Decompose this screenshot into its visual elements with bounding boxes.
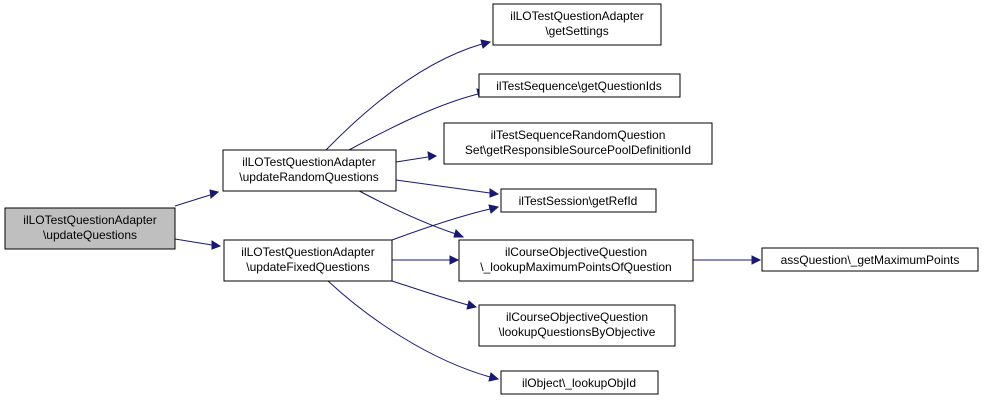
edge-lookupMax-to-getMaxPoints <box>693 255 762 265</box>
node-label-line: ilTestSequence\getQuestionIds <box>496 79 661 93</box>
edge-updateFixed-to-lookupByObj <box>391 280 478 310</box>
node-label-line: ilTestSequenceRandomQuestion <box>491 128 666 142</box>
node-label-line: \updateFixedQuestions <box>246 260 369 274</box>
node-label-line: \getSettings <box>545 24 608 38</box>
node-lookup-questions-by-objective[interactable]: ilCourseObjectiveQuestion \lookupQuestio… <box>478 304 676 347</box>
edge-updateRandom-to-getResponsiblePool <box>395 151 438 163</box>
node-get-ref-id[interactable]: ilTestSession\getRefId <box>500 188 657 213</box>
node-get-question-ids[interactable]: ilTestSequence\getQuestionIds <box>478 73 681 98</box>
node-label-line: \_lookupMaximumPointsOfQuestion <box>480 260 671 274</box>
node-get-maximum-points[interactable]: assQuestion\_getMaximumPoints <box>761 247 979 272</box>
node-label-line: \updateRandomQuestions <box>239 170 378 184</box>
node-get-responsible-source-pool[interactable]: ilTestSequenceRandomQuestion Set\getResp… <box>443 122 713 165</box>
edge-updateRandom-to-lookupMax <box>349 185 465 238</box>
edge-updateRandom-to-getRefId <box>395 179 500 198</box>
edge-root-to-updateRandom <box>174 189 220 207</box>
edge-updateFixed-to-lookupMax <box>392 255 460 265</box>
node-label-line: assQuestion\_getMaximumPoints <box>781 253 960 267</box>
node-label-line: ilObject\_lookupObjId <box>522 376 636 390</box>
node-label-line: ilCourseObjectiveQuestion <box>505 245 647 259</box>
node-label-line: \lookupQuestionsByObjective <box>499 325 656 339</box>
node-label-line: ilLOTestQuestionAdapter <box>510 9 643 23</box>
edge-updateRandom-to-getSettings <box>325 39 492 151</box>
node-get-settings[interactable]: ilLOTestQuestionAdapter \getSettings <box>492 3 662 46</box>
node-label-line: \updateQuestions <box>43 228 137 242</box>
node-label-line: ilTestSession\getRefId <box>519 194 638 208</box>
edge-updateFixed-to-getRefId <box>391 204 500 241</box>
node-update-random-questions[interactable]: ilLOTestQuestionAdapter \updateRandomQue… <box>222 149 397 192</box>
node-label-line: ilLOTestQuestionAdapter <box>241 245 374 259</box>
node-update-questions[interactable]: ilLOTestQuestionAdapter \updateQuestions <box>4 207 176 250</box>
node-label-line: Set\getResponsibleSourcePoolDefinitionId <box>465 143 691 157</box>
node-lookup-maximum-points[interactable]: ilCourseObjectiveQuestion \_lookupMaximu… <box>458 239 694 282</box>
node-label-line: ilLOTestQuestionAdapter <box>242 155 375 169</box>
edge-updateFixed-to-lookupObjId <box>327 280 500 382</box>
node-label-line: ilCourseObjectiveQuestion <box>506 310 648 324</box>
node-lookup-obj-id[interactable]: ilObject\_lookupObjId <box>500 370 659 395</box>
node-update-fixed-questions[interactable]: ilLOTestQuestionAdapter \updateFixedQues… <box>223 239 393 282</box>
node-label-line: ilLOTestQuestionAdapter <box>23 213 156 227</box>
edge-root-to-updateFixed <box>174 238 222 250</box>
